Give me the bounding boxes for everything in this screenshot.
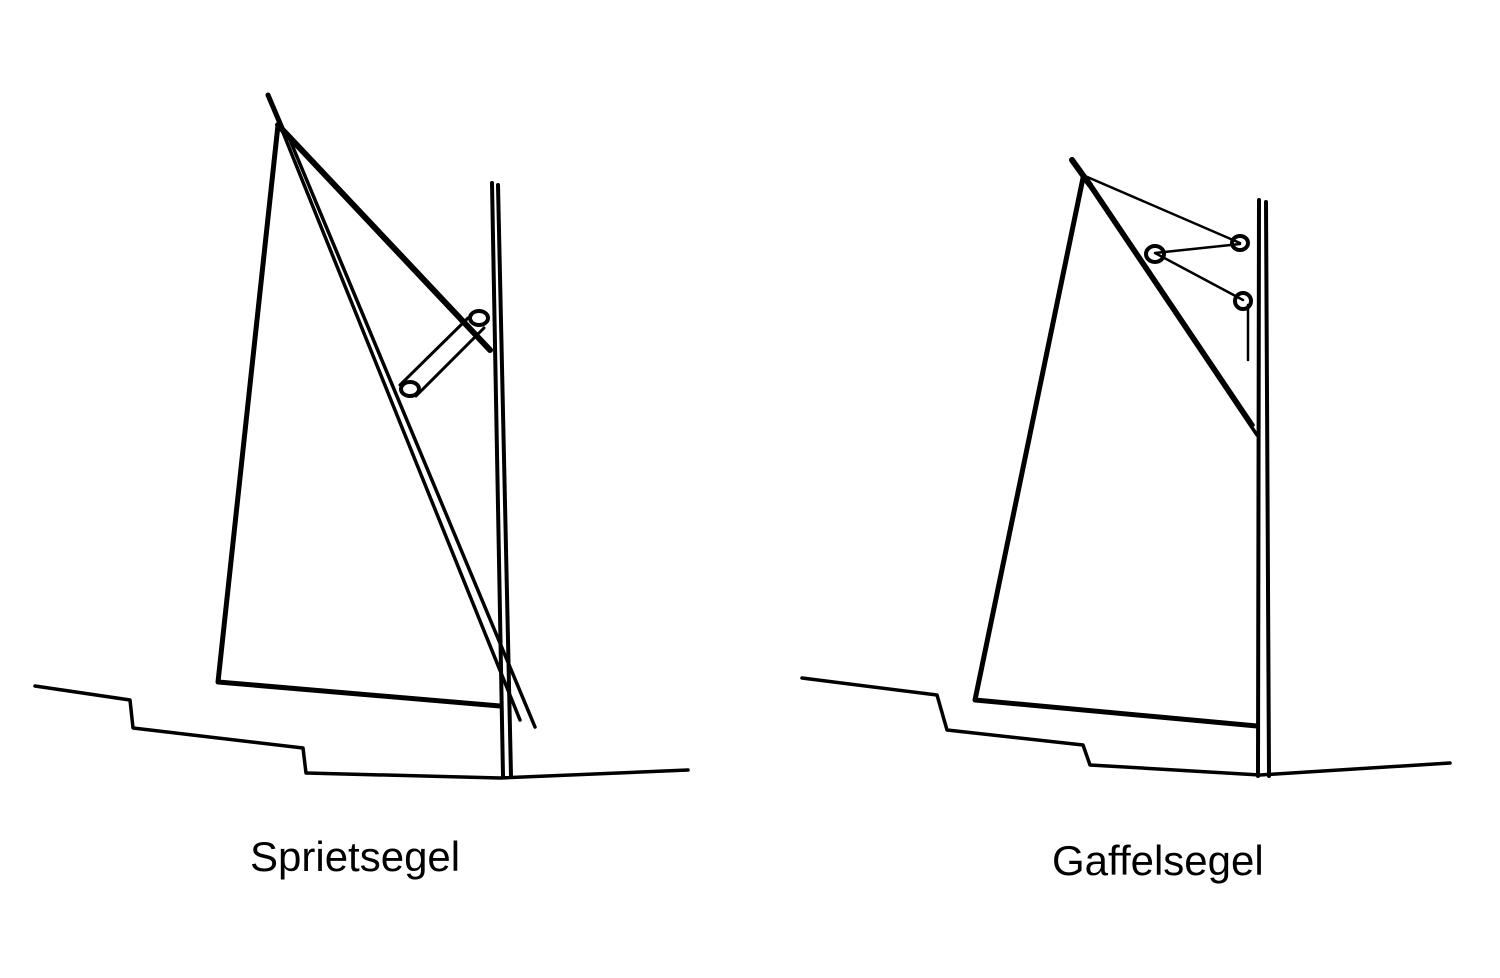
- gaff-spar-end: [1069, 157, 1093, 188]
- sail-luff-foot: [215, 122, 503, 709]
- mast: [1256, 198, 1271, 778]
- sail-luff-foot: [972, 175, 1260, 729]
- block: [399, 380, 421, 398]
- sail-leech: [275, 122, 493, 353]
- caption-gaffelsegel: Gaffelsegel: [1052, 837, 1264, 884]
- sprit-spar-end: [265, 92, 285, 131]
- snotter-rope: [398, 316, 486, 398]
- hull-outline: [800, 676, 1452, 777]
- gaff-spar: [1070, 158, 1259, 437]
- block: [1230, 234, 1250, 252]
- block: [1144, 244, 1166, 264]
- gaff-sail-drawing: [800, 157, 1452, 778]
- hull-outline: [33, 684, 690, 780]
- block: [1233, 291, 1253, 311]
- caption-sprietsegel: Sprietsegel: [250, 833, 461, 880]
- peak-halyard: [1083, 174, 1245, 302]
- block: [468, 309, 490, 327]
- sprit-sail-drawing: [33, 92, 690, 780]
